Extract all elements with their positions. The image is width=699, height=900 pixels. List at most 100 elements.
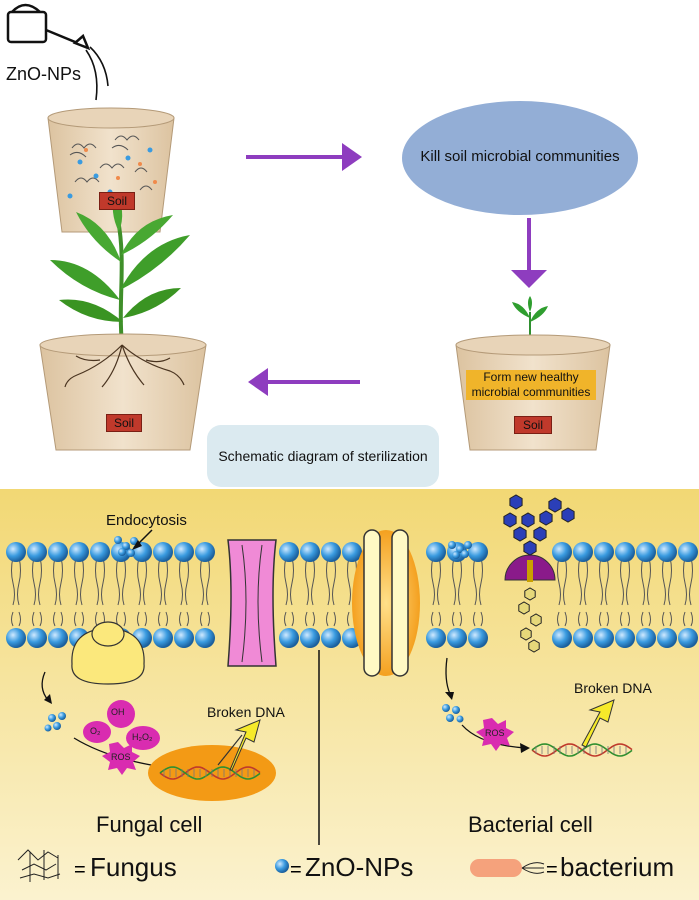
- legend-bacterium-label: bacterium: [560, 852, 675, 882]
- ros-label-right: ROS: [485, 728, 505, 738]
- sugar-hexagon: [509, 494, 523, 510]
- lipid-tail: [578, 556, 588, 606]
- sterilization-caption: Schematic diagram of sterilization: [207, 425, 439, 487]
- soil-pot-treated: [47, 107, 175, 233]
- lipid-tail: [11, 556, 21, 606]
- arrow-left: [248, 368, 360, 396]
- bacterium-legend-icon: [470, 859, 545, 877]
- sugar-hexagon: [533, 526, 547, 542]
- lipid-head: [27, 542, 47, 562]
- lipid-head: [195, 542, 215, 562]
- lipid-tail: [200, 611, 210, 627]
- lipid-head: [153, 542, 173, 562]
- nanoparticle: [452, 551, 460, 559]
- lipid-head: [468, 628, 488, 648]
- dna-strand: [159, 766, 261, 780]
- yellow-protein: [71, 621, 145, 685]
- roots-icon: [64, 344, 185, 388]
- nanoparticle: [456, 545, 464, 553]
- kill-communities-label: Kill soil microbial communities: [420, 148, 620, 165]
- water-spray-icon: [85, 46, 109, 101]
- lipid-head: [300, 542, 320, 562]
- sugar-hexagon: [521, 512, 535, 528]
- lipid-tail: [74, 611, 84, 627]
- nanoparticle: [461, 550, 469, 558]
- lipid-tail: [452, 556, 462, 606]
- sugar-chain-blue: [503, 494, 575, 556]
- lipid-head: [447, 628, 467, 648]
- lipid-tail: [662, 611, 672, 627]
- lipid-tail: [578, 611, 588, 627]
- h2o2-molecule: [126, 726, 160, 750]
- dna-helix-left: [159, 766, 261, 780]
- nanoparticle: [127, 549, 135, 557]
- lipid-head: [552, 628, 572, 648]
- lipid-tail: [473, 556, 483, 606]
- lipid-tail: [95, 556, 105, 606]
- sugar-hexagon: [523, 540, 537, 556]
- lipid-tail: [179, 611, 189, 627]
- zno-legend-icon: [275, 859, 289, 873]
- soil-tag-left: Soil: [106, 414, 142, 432]
- plant-icon: [50, 192, 190, 346]
- bacterial-cell-label: Bacterial cell: [468, 812, 593, 837]
- lipid-tail: [179, 556, 189, 606]
- nanoparticles-inner-right: [442, 704, 464, 723]
- lipid-tail: [32, 556, 42, 606]
- zno-equals: =: [290, 859, 302, 881]
- lipid-head: [48, 542, 68, 562]
- lipid-head: [321, 542, 341, 562]
- lipid-head: [594, 542, 614, 562]
- lipid-head: [636, 628, 656, 648]
- sugar-hexagon: [539, 510, 553, 526]
- orange-transporter-protein: [352, 529, 420, 677]
- lipid-head: [6, 542, 26, 562]
- lipid-head: [657, 628, 677, 648]
- lipid-head: [636, 542, 656, 562]
- lipid-head: [573, 542, 593, 562]
- lipid-head: [279, 628, 299, 648]
- lipid-bilayer: [6, 536, 698, 648]
- lipid-tail: [200, 556, 210, 606]
- nanoparticle: [464, 541, 472, 549]
- lipid-head: [552, 542, 572, 562]
- lipid-head: [69, 542, 89, 562]
- lipid-head: [615, 542, 635, 562]
- lipid-head: [6, 628, 26, 648]
- lipid-tail: [599, 611, 609, 627]
- lipid-tail: [557, 556, 567, 606]
- nanoparticle: [118, 548, 126, 556]
- fungus-equals: =: [74, 859, 86, 881]
- lipid-tail: [452, 611, 462, 627]
- lipid-tail: [557, 611, 567, 627]
- lipid-tail: [599, 556, 609, 606]
- lipid-head: [321, 628, 341, 648]
- lipid-tail: [641, 611, 651, 627]
- sugar-hexagon: [561, 507, 575, 523]
- nanoparticle: [114, 536, 122, 544]
- fungus-legend-icon: [17, 849, 61, 882]
- lipid-head: [300, 628, 320, 648]
- soil-tag-right: Soil: [514, 416, 552, 434]
- internal-arrow-right-1: [445, 657, 451, 695]
- lipid-tail: [116, 556, 126, 606]
- lipid-tail: [284, 556, 294, 606]
- fungal-cell-label: Fungal cell: [96, 812, 203, 837]
- lipid-head: [342, 542, 362, 562]
- arrow-right: [246, 143, 362, 171]
- lipid-head: [678, 628, 698, 648]
- lipid-head: [90, 542, 110, 562]
- lipid-head: [279, 542, 299, 562]
- lipid-tail: [158, 556, 168, 606]
- sugar-hexagon: [520, 627, 532, 641]
- lipid-tail: [683, 611, 693, 627]
- watering-label: ZnO-NPs: [6, 64, 82, 84]
- lipid-tail: [32, 611, 42, 627]
- lipid-tail: [662, 556, 672, 606]
- lipid-head: [657, 542, 677, 562]
- lipid-tail: [53, 611, 63, 627]
- glycoprotein-receptor: [503, 494, 575, 653]
- lipid-head: [27, 628, 47, 648]
